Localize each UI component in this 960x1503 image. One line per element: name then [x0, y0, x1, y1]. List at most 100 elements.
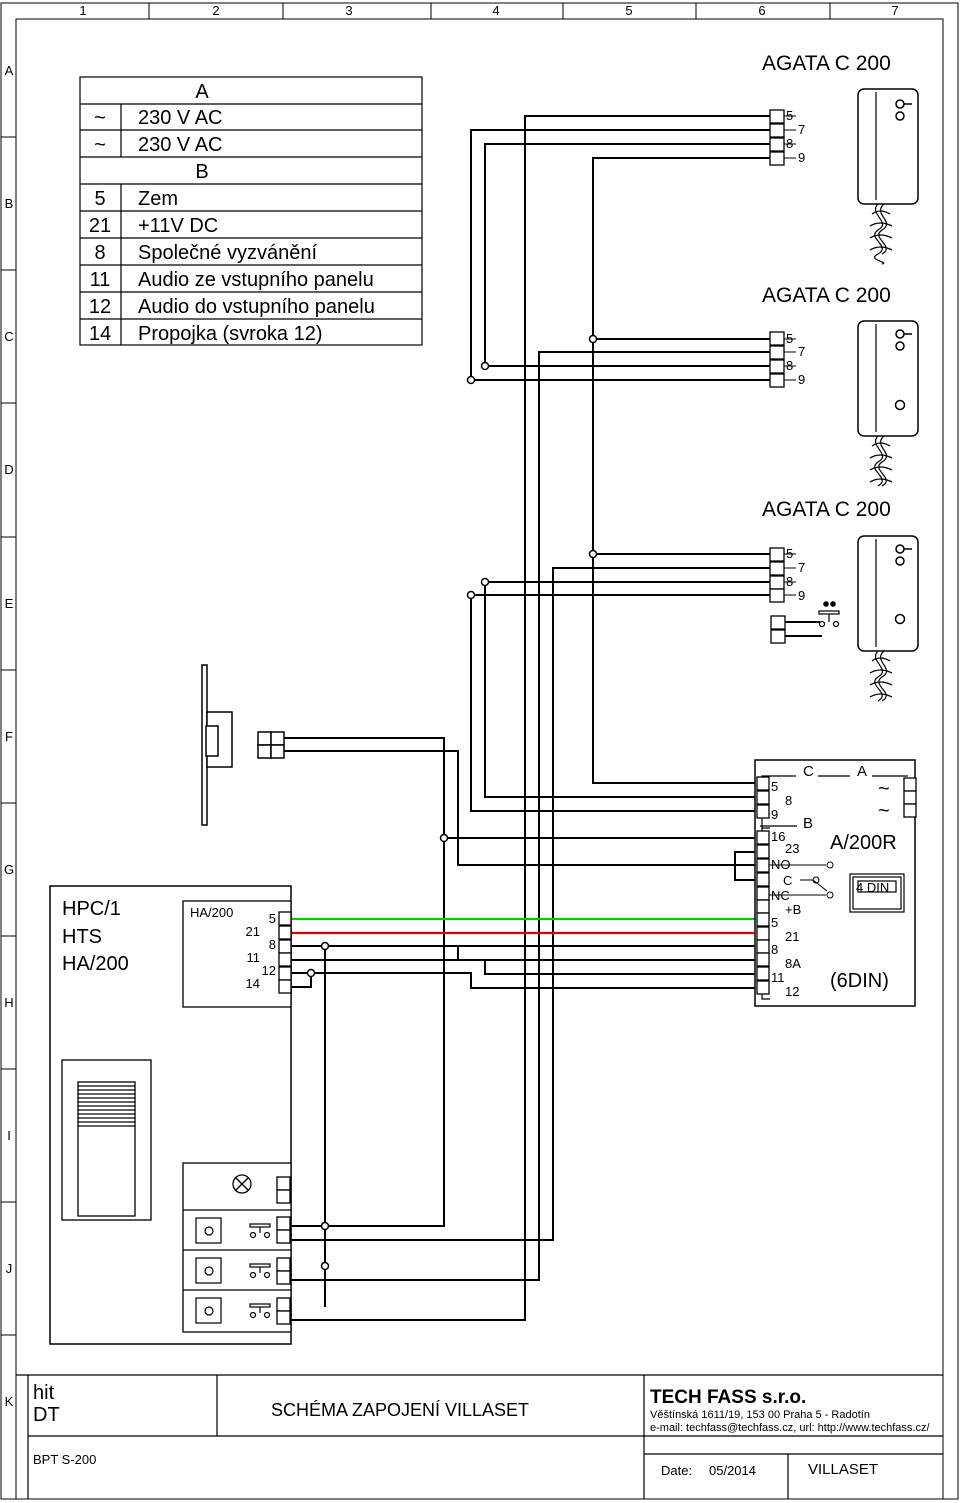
din-module-icon	[849, 873, 905, 913]
phone-terminal: 7	[798, 122, 805, 137]
wire-phone3-7	[290, 567, 770, 1241]
company-contact: e-mail: techfass@techfass.cz, url: http:…	[650, 1422, 930, 1434]
row-label: A	[5, 63, 14, 78]
legend-desc: Zem	[138, 188, 178, 210]
row-label: E	[5, 596, 14, 611]
doorbell-button-icon	[818, 601, 840, 628]
row-label: H	[4, 995, 13, 1010]
wire-phone1-5	[290, 115, 770, 1321]
pu-terminal: 11	[771, 970, 785, 985]
wire-pu-11	[290, 959, 757, 975]
push-button-icon	[195, 1217, 271, 1324]
pu-terminal: 5	[771, 915, 778, 930]
handset-body	[857, 535, 919, 652]
company-address: Věštínská 1611/19, 153 00 Praha 5 - Rado…	[650, 1409, 870, 1421]
speaker-grille-icon	[61, 1059, 152, 1221]
pu-terminal: 16	[771, 829, 785, 844]
row-label: J	[6, 1261, 13, 1276]
legend-term: 21	[89, 215, 111, 237]
col-label: 7	[891, 3, 898, 18]
legend-term: 5	[94, 188, 105, 210]
key-icon	[894, 544, 912, 625]
pu-terminal: +B	[785, 902, 801, 917]
wire-pu-8a	[457, 946, 757, 961]
panel-name: HPC/1	[62, 898, 121, 920]
row-label: K	[5, 1394, 14, 1409]
handset-body	[857, 320, 919, 437]
group-a-label: A	[857, 763, 867, 780]
group-c-label: C	[803, 763, 814, 780]
legend-term: 14	[89, 323, 111, 345]
legend-desc: +11V DC	[138, 215, 218, 237]
pu-terminal: 5	[771, 779, 778, 794]
phone-terminal: 7	[798, 560, 805, 575]
row-label: D	[4, 462, 13, 477]
legend-section-b: B	[195, 161, 208, 183]
electric-lock	[201, 664, 285, 826]
panel-terminal: 21	[246, 924, 260, 939]
panel-name: HTS	[62, 926, 102, 948]
panel-terminal: 14	[246, 976, 260, 991]
phone-title: AGATA C 200	[762, 52, 891, 75]
phone-terminal: 8	[786, 574, 793, 589]
col-label: 5	[625, 3, 632, 18]
legend-term: 8	[94, 242, 105, 264]
phone-title: AGATA C 200	[762, 498, 891, 521]
date-value: 05/2014	[709, 1463, 756, 1478]
panel-name: HA/200	[62, 953, 129, 975]
group-b-label: B	[803, 815, 813, 832]
row-label: C	[4, 329, 13, 344]
phone-terminal: 9	[798, 150, 805, 165]
legend-desc: Audio do vstupního panelu	[138, 296, 375, 318]
handset-body	[857, 88, 919, 205]
col-label: 1	[79, 3, 86, 18]
coiled-cord-icon	[869, 435, 893, 487]
row-labels: A B C D E F G H I J K	[4, 63, 14, 1409]
legend-desc: Společné vyzvánění	[138, 242, 317, 264]
key-icon	[895, 99, 912, 121]
panel-terminal: 12	[262, 963, 276, 978]
panel-terminal: 8	[269, 937, 276, 952]
row-label: F	[5, 729, 13, 744]
ac-symbol: ~	[878, 800, 890, 822]
legend-table: A ~ 230 V AC ~ 230 V AC B 5 Zem 21 +11V …	[79, 76, 423, 346]
power-unit-name: A/200R	[830, 832, 897, 854]
coiled-cord-icon	[869, 203, 893, 265]
phone-terminal: 7	[798, 344, 805, 359]
wire-phone3-8	[484, 581, 770, 798]
wires	[226, 115, 822, 1321]
legend-desc: 230 V AC	[138, 134, 223, 156]
panel-terminal: 11	[247, 950, 261, 965]
phone-3: AGATA C 200 5 7 8 9	[762, 498, 919, 702]
colored-wires	[290, 917, 757, 935]
col-label: 2	[212, 3, 219, 18]
power-unit-size: (6DIN)	[830, 970, 889, 992]
column-labels: 1 2 3 4 5 6 7	[79, 3, 898, 18]
wire-phone3-9	[470, 594, 770, 812]
pu-terminal: 8A	[785, 956, 801, 971]
row-label: G	[4, 862, 14, 877]
project-name: VILLASET	[808, 1461, 878, 1478]
title-block: hit DT BPT S-200 SCHÉMA ZAPOJENÍ VILLASE…	[16, 1374, 943, 1499]
pu-terminal: C	[783, 873, 792, 888]
col-label: 3	[345, 3, 352, 18]
pu-terminal: 21	[785, 929, 799, 944]
legend-section-a: A	[195, 81, 209, 103]
wire-jumper	[734, 851, 757, 881]
legend-desc: Audio ze vstupního panelu	[138, 269, 374, 291]
phone-terminal: 9	[798, 588, 805, 603]
company-name: TECH FASS s.r.o.	[650, 1387, 806, 1408]
wire-phone1-7	[470, 129, 770, 380]
wire-panel-14	[290, 973, 312, 988]
col-label: 4	[492, 3, 499, 18]
wire-phone3-5	[592, 553, 770, 784]
col-label: 6	[758, 3, 765, 18]
legend-term: 11	[90, 269, 111, 291]
legend-term: 12	[89, 296, 111, 318]
ac-symbol: ~	[878, 778, 890, 800]
junction-dots	[306, 334, 598, 1271]
pu-terminal: 12	[785, 984, 799, 999]
drawn-by-line2: DT	[33, 1404, 60, 1426]
